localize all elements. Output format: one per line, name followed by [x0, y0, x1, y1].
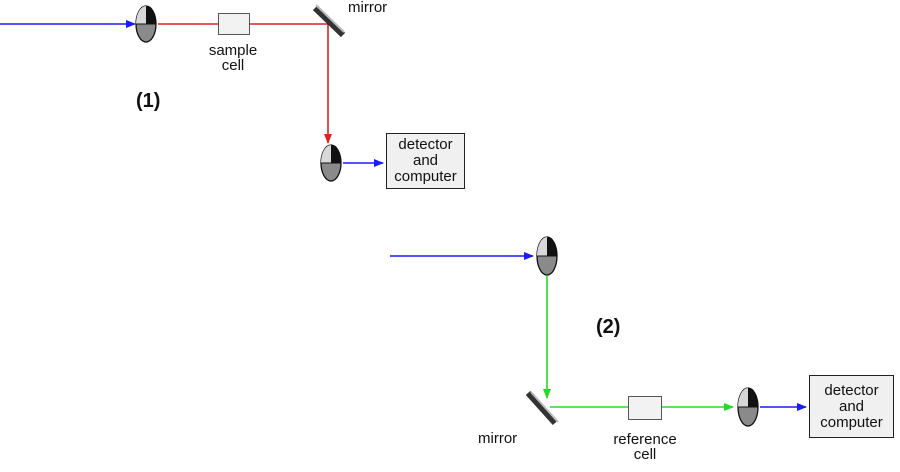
detector-label-line1: detector	[398, 136, 453, 153]
detector-computer-box-2: detector and computer	[809, 375, 894, 438]
setup-label-1: (1)	[136, 90, 161, 112]
setup-label-2: (2)	[596, 316, 621, 338]
sample-cell-label-line2: cell	[221, 57, 245, 74]
sample-cell-label-line1: sample	[208, 42, 258, 59]
lens-icon	[536, 236, 558, 276]
mirror-label-2: mirror	[478, 430, 518, 447]
reference-cell	[628, 396, 662, 420]
mirror-icon	[312, 4, 346, 38]
detector-label-line3: computer	[820, 413, 883, 431]
detector-label-line2: and	[412, 152, 439, 169]
detector-label-line3: computer	[394, 168, 457, 185]
detector-computer-box-1: detector and computer	[386, 133, 465, 189]
mirror-icon	[525, 390, 559, 426]
lens-icon	[320, 144, 342, 182]
reference-cell-label-line2: cell	[633, 446, 657, 463]
reference-cell-label: reference cell	[605, 432, 685, 462]
detector-label-line1: detector	[824, 381, 879, 399]
sample-cell-label: sample cell	[198, 43, 268, 73]
lens-icon	[737, 387, 759, 427]
detector-label-line2: and	[838, 397, 865, 415]
lens-icon	[135, 5, 157, 43]
sample-cell	[218, 13, 250, 35]
mirror-label-1: mirror	[348, 0, 388, 16]
reference-cell-label-line1: reference	[613, 431, 677, 448]
